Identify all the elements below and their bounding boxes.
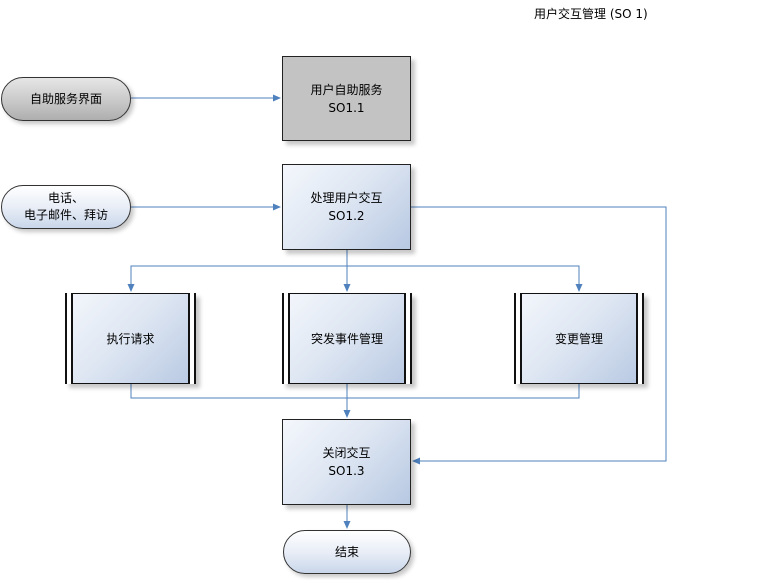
close-interaction-code: SO1.3 — [328, 464, 365, 478]
user-self-service-label: 用户自助服务 — [310, 82, 383, 97]
incident-management-label: 突发事件管理 — [310, 331, 383, 346]
execute-request-subprocess: 执行请求 — [65, 293, 196, 384]
edge-change-to-so13 — [347, 384, 580, 399]
contact-channels-line2: 电子邮件、拜访 — [23, 208, 108, 222]
user-self-service-code: SO1.1 — [328, 100, 365, 115]
change-management-label: 变更管理 — [554, 331, 603, 346]
self-service-interface-label: 自助服务界面 — [29, 92, 102, 106]
end-label: 结束 — [334, 545, 359, 559]
diagram-title: 用户交互管理 (SO 1) — [534, 7, 648, 21]
end-terminal: 结束 — [283, 530, 411, 574]
close-interaction-process: 关闭交互 SO1.3 — [282, 419, 411, 505]
self-service-interface-terminal: 自助服务界面 — [1, 77, 131, 121]
edge-so12-to-execute — [127, 250, 348, 292]
handle-interaction-label: 处理用户交互 — [310, 191, 383, 205]
handle-interaction-code: SO1.2 — [328, 209, 365, 223]
execute-request-label: 执行请求 — [106, 331, 155, 346]
handle-interaction-process: 处理用户交互 SO1.2 — [282, 164, 411, 250]
edge-so12-to-change — [347, 265, 583, 292]
incident-management-subprocess: 突发事件管理 — [282, 293, 412, 384]
user-self-service-process: 用户自助服务 SO1.1 — [282, 56, 411, 141]
close-interaction-label: 关闭交互 — [322, 446, 371, 460]
change-management-subprocess: 变更管理 — [514, 293, 644, 384]
edge-so12-to-so13-bypass — [411, 206, 667, 465]
contact-channels-line1: 电话、 — [47, 191, 84, 205]
contact-channels-terminal: 电话、 电子邮件、拜访 — [1, 185, 131, 229]
edge-execute-to-so13 — [130, 384, 347, 399]
